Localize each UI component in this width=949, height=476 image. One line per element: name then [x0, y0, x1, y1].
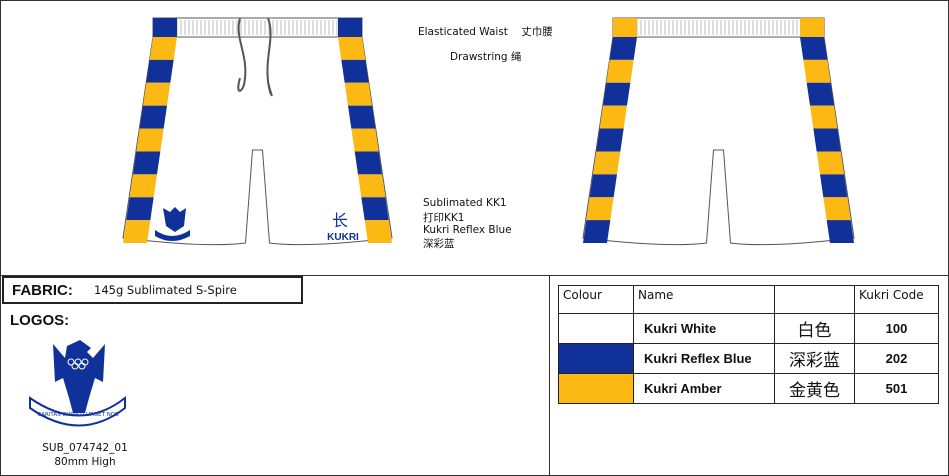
waistband-block [800, 18, 824, 37]
side-stripe-block [123, 220, 151, 243]
colour-name: Kukri Reflex Blue [633, 343, 775, 374]
shorts-outline [582, 17, 855, 246]
side-stripe-block [364, 220, 392, 243]
side-stripe-block [351, 128, 379, 152]
side-stripe-block [820, 174, 848, 198]
side-stripe-block [593, 151, 621, 175]
side-stripe-block [609, 37, 637, 60]
header-colour: Colour [558, 285, 634, 314]
side-stripe-block [810, 105, 838, 129]
side-stripe-block [586, 197, 614, 221]
side-stripe-block [133, 151, 161, 175]
side-stripe-block [596, 128, 624, 152]
colour-name: Kukri White [633, 313, 775, 344]
side-stripe-block [816, 151, 844, 175]
header-name: Name [633, 285, 775, 314]
side-stripe-block [149, 37, 177, 60]
drawstring-note: Drawstring 绳 [450, 49, 521, 64]
swatch-white [558, 313, 634, 344]
fabric-box: FABRIC: 145g Sublimated S-Spire [2, 276, 303, 304]
logo-code: SUB_074742_01 [42, 442, 128, 454]
side-stripe-block [358, 174, 386, 198]
colour-name-cn: 深彩蓝 [774, 343, 855, 374]
header-code: Kukri Code [854, 285, 939, 314]
side-stripe-block [348, 105, 376, 129]
colour-name: Kukri Amber [633, 373, 775, 404]
sublimated-note: Sublimated KK1 [423, 197, 507, 209]
crest-logo: CARITAS CHRISTI URGET NOS [29, 340, 126, 427]
side-stripe-block [583, 220, 611, 243]
drawstring-label: Drawstring [450, 51, 508, 63]
fabric-label: FABRIC: [12, 281, 73, 299]
kukri-logo: KUKRI [327, 232, 359, 243]
side-stripe-block [800, 37, 828, 60]
side-stripe-block [813, 128, 841, 152]
side-stripe-block [803, 59, 831, 83]
crest-logo-front [155, 207, 190, 241]
colour-code: 501 [854, 373, 939, 404]
side-stripe-block [361, 197, 389, 221]
logo-size: 80mm High [54, 456, 116, 468]
waist-label: Elasticated Waist [418, 26, 508, 38]
swatch-blue [558, 343, 634, 374]
side-stripe-block [341, 59, 369, 83]
table-header: Colour Name Kukri Code [558, 285, 939, 314]
drawstring [237, 17, 273, 97]
shorts-drawing: 长 KUKRI [122, 17, 855, 246]
print-note-cn: 打印KK1 [423, 212, 465, 224]
waist-label-cn: 丈巾腰 [521, 26, 553, 38]
side-stripe-block [806, 82, 834, 106]
drawstring-label-cn: 绳 [510, 51, 522, 63]
side-stripe-block [599, 105, 627, 129]
swatch-amber [558, 373, 634, 404]
side-stripe-block [129, 174, 157, 198]
shorts-back [582, 17, 855, 246]
side-stripe-block [826, 220, 854, 243]
crest-motto: CARITAS CHRISTI URGET NOS [37, 412, 119, 418]
side-stripe-block [139, 105, 167, 129]
waistband-block [153, 18, 177, 37]
reflex-note: Kukri Reflex Blue [423, 224, 512, 236]
reflex-note-cn: 深彩蓝 [423, 238, 455, 250]
side-stripe-block [823, 197, 851, 221]
waistband-block [613, 18, 637, 37]
fabric-value: 145g Sublimated S-Spire [94, 283, 237, 297]
shorts-outline [122, 17, 393, 246]
side-stripe-block [606, 59, 634, 83]
colour-code: 202 [854, 343, 939, 374]
side-stripe-block [136, 128, 164, 152]
side-stripe-block [338, 37, 366, 60]
logos-label: LOGOS: [10, 312, 70, 329]
waist-note: Elasticated Waist 丈巾腰 [418, 24, 553, 39]
side-stripe-block [143, 82, 171, 106]
waistband-block [338, 18, 362, 37]
header-cn [774, 285, 855, 314]
kukri-icon: 长 [332, 211, 348, 230]
colour-code: 100 [854, 313, 939, 344]
side-stripe-block [344, 82, 372, 106]
side-stripe-block [126, 197, 154, 221]
side-stripe-block [354, 151, 382, 175]
colour-name-cn: 金黄色 [774, 373, 855, 404]
shorts-front [122, 17, 393, 246]
side-stripe-block [589, 174, 617, 198]
side-stripe-block [603, 82, 631, 106]
colour-name-cn: 白色 [774, 313, 855, 344]
side-stripe-block [146, 59, 174, 83]
